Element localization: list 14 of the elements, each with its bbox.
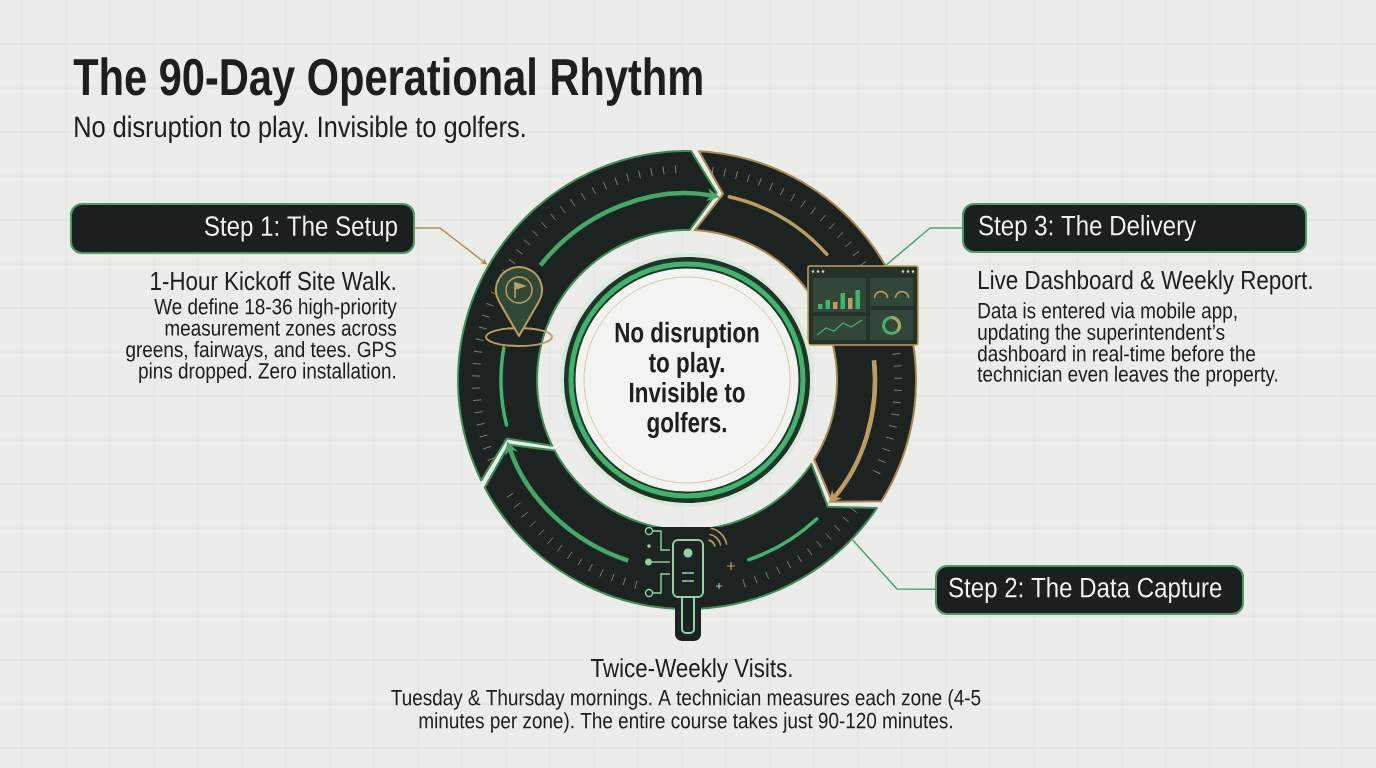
step-heading: Twice-Weekly Visits. — [591, 658, 792, 683]
title: The 90-Day Operational Rhythm — [73, 57, 702, 106]
curved-arrow — [828, 360, 878, 504]
leader-line — [851, 539, 936, 590]
step-heading: Live Dashboard & Weekly Report. — [979, 270, 1312, 295]
step-box: Step 1: The Setup — [70, 203, 415, 254]
leader-line — [885, 227, 963, 266]
step-description: Tuesday & Thursday mornings. A technician measures each zone (4-5 minutes per zone). The entire course takes just 90-120 minutes. — [391, 689, 981, 733]
step-description: We define 18-36 high-priority measurement zones across greens, fairways, and tees. GPS pins dropped. Zero installation. — [126, 298, 397, 383]
step-description: Data is entered via mobile app, updating the superintendent’s dashboard in real-time before the technician even leaves the property. — [977, 302, 1277, 387]
step-box: Step 3: The Delivery — [962, 203, 1307, 253]
step-box: Step 2: The Data Capture — [935, 565, 1244, 615]
subtitle: No disruption to play. Invisible to golfers. — [75, 115, 525, 144]
step-heading: 1-Hour Kickoff Site Walk. — [151, 271, 395, 291]
